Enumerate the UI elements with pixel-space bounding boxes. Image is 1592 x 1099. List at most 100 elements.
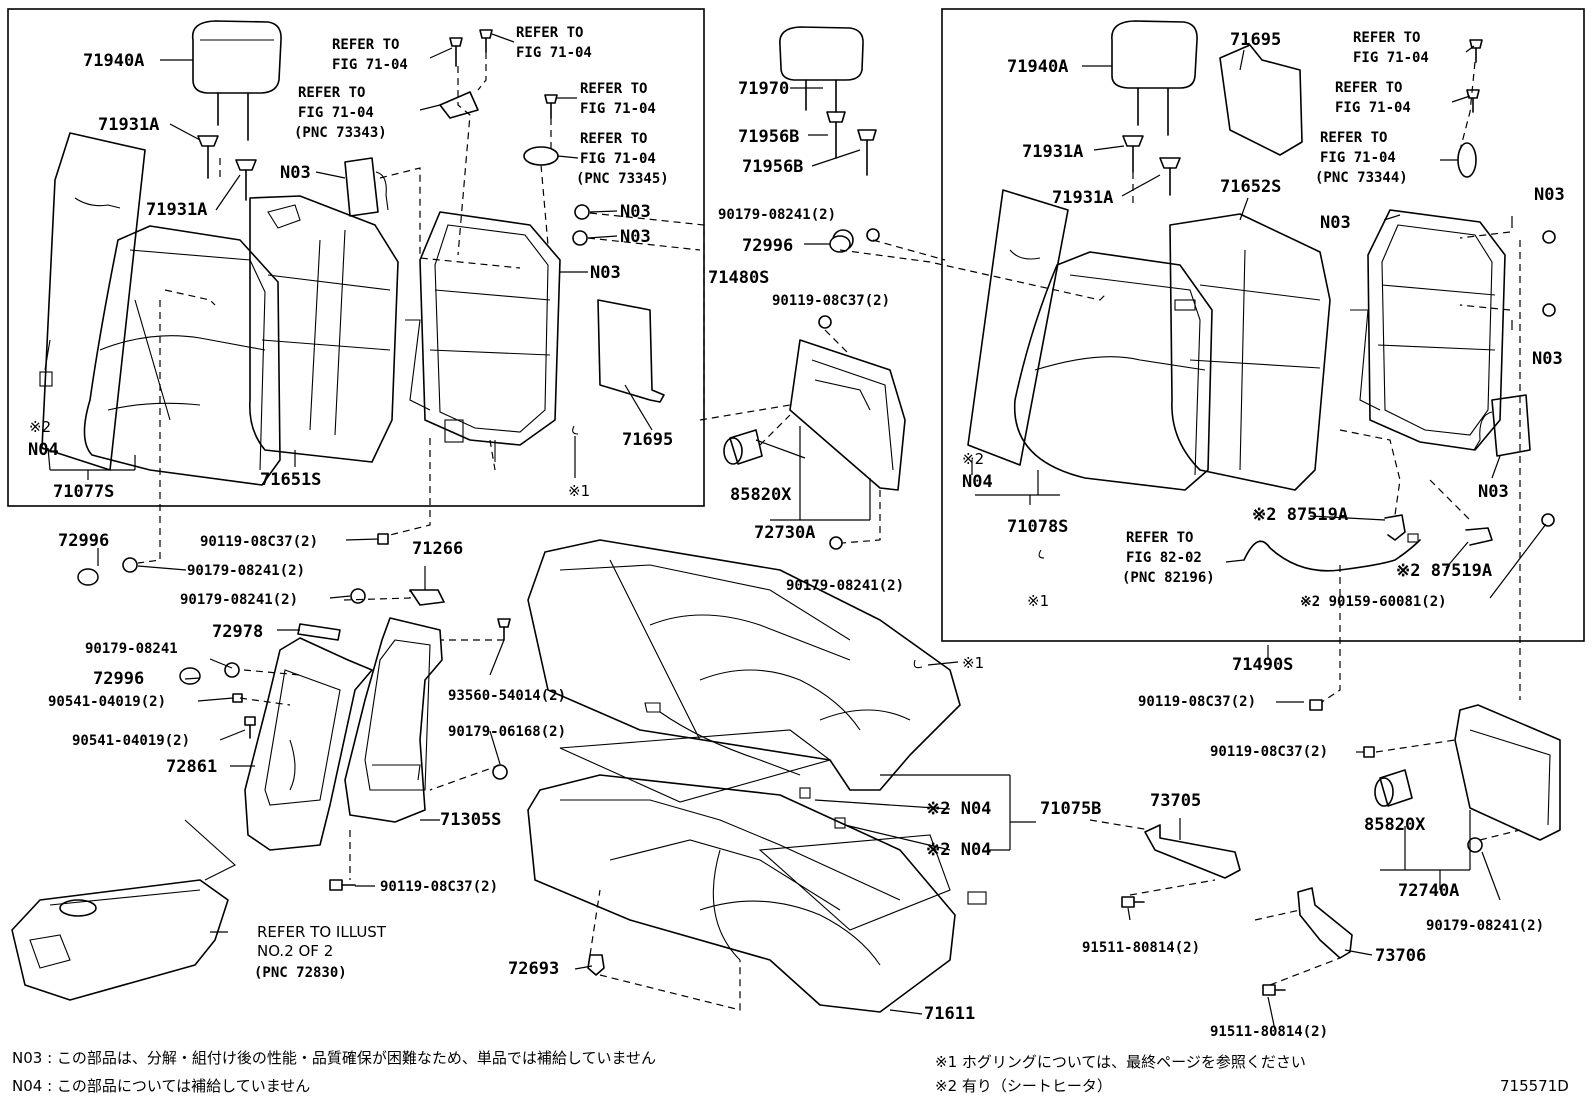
label-refer-to-r4: REFER TO [1126,530,1193,546]
part-labels: 71940A 71931A 71931A REFER TO FIG 71-04 … [28,25,1565,1040]
label-pnc-73343: (PNC 73343) [294,125,387,141]
label-85820X-r: 85820X [1364,815,1426,835]
label-n03-r2: N03 [1534,185,1565,205]
heater-controller-right [1473,394,1531,457]
dashed-guide-lines [137,52,1521,1011]
headrest-center [779,26,864,113]
label-pnc-72830: (PNC 72830) [254,965,347,981]
footnotes: N03 : この部品は、分解・組付け後の性能・品質確保が困難なため、単品では補給… [12,1049,1569,1095]
label-n03-r4: N03 [1478,482,1509,502]
label-fig-71-04-2: FIG 71-04 [516,45,592,61]
label-72730A: 72730A [754,523,815,543]
armrest-frame-72861 [244,637,373,851]
label-pnc-73345: (PNC 73345) [576,171,669,187]
note-n04: N04 : この部品については補給していません [12,1077,310,1095]
label-refer-to-r2: REFER TO [1335,80,1402,96]
label-72996-c: 72996 [742,236,793,256]
label-kome2-left: ※2 [29,418,51,436]
label-90119-08C37-l2: 90119-08C37(2) [380,879,498,895]
label-90119-08C37-l1: 90119-08C37(2) [200,534,318,550]
label-72996-l2: 72996 [93,669,144,689]
label-71652S: 71652S [1220,177,1281,197]
label-pnc-73344: (PNC 73344) [1315,170,1408,186]
label-91511-80814-1: 91511-80814(2) [1082,940,1200,956]
label-kome1-right: ※1 [1027,592,1049,610]
headrest-support-left-1 [197,135,219,179]
label-71305S: 71305S [440,810,501,830]
label-71611: 71611 [924,1004,975,1024]
label-71266: 71266 [412,539,463,559]
note-n03: N03 : この部品は、分解・組付け後の性能・品質確保が困難なため、単品では補給… [12,1049,656,1067]
label-72996-l1: 72996 [58,531,109,551]
label-n03-1: N03 [280,163,311,183]
label-71078S: 71078S [1007,517,1068,537]
label-fig-71-04-r1: FIG 71-04 [1353,50,1429,66]
label-refer-to-5: REFER TO [580,131,647,147]
label-71490S: 71490S [1232,655,1293,675]
headrest-right [1111,20,1198,136]
right-hinge-bracket [1374,704,1561,841]
label-90119-08C37-r1: 90119-08C37(2) [1138,694,1256,710]
back-board-right [1219,44,1303,156]
label-87519A-1: ※2 87519A [1252,505,1348,525]
label-73705: 73705 [1150,791,1201,811]
right-seatback-group-box [941,8,1585,642]
label-refer-to-illust: REFER TO ILLUST [257,923,387,941]
label-refer-to-r3: REFER TO [1320,130,1387,146]
label-90179-06168: 90179-06168(2) [448,724,566,740]
note-kome1: ※1 ホグリングについては、最終ページを参照ください [935,1053,1306,1071]
label-n04-right: N04 [962,472,993,492]
label-91511-80814-2: 91511-80814(2) [1210,1024,1328,1040]
seatback-cover-left [83,225,281,486]
label-n03-r1: N03 [1320,213,1351,233]
label-kome1-left: ※1 [568,482,590,500]
label-fig-82-02: FIG 82-02 [1126,550,1202,566]
label-refer-to-4: REFER TO [580,81,647,97]
seatback-frame-right [1350,209,1506,451]
label-no2-of-2: NO.2 OF 2 [257,942,333,960]
label-71931A-1: 71931A [98,115,159,135]
label-kome2-right: ※2 [962,450,984,468]
seatback-frame-left [405,211,561,462]
label-fig-71-04-5: FIG 71-04 [580,151,656,167]
label-71956B-1: 71956B [738,127,799,147]
label-71695-left: 71695 [622,430,673,450]
label-refer-to-2: REFER TO [516,25,583,41]
label-71480S: 71480S [708,268,769,288]
seat-cushion-pad [527,774,956,1013]
headrest-support-left-2 [235,159,257,201]
headrest-support-center [826,111,877,176]
headrest-support-right [1122,135,1181,196]
label-90179-08241-c1: 90179-08241(2) [718,207,836,223]
label-n04-c1: ※2 N04 [926,799,991,819]
note-kome2: ※2 有り（シートヒータ） [935,1077,1112,1095]
label-refer-to-3: REFER TO [298,85,365,101]
label-71931A-2: 71931A [146,200,207,220]
label-71651S: 71651S [260,470,321,490]
label-71940A: 71940A [83,51,144,71]
heater-controller-left [344,157,389,217]
label-fig-71-04-r3: FIG 71-04 [1320,150,1396,166]
label-90179-08241-r: 90179-08241(2) [1426,918,1544,934]
label-72861: 72861 [166,757,217,777]
label-71695-right: 71695 [1230,30,1281,50]
label-71931A-r1: 71931A [1022,142,1083,162]
label-71970: 71970 [738,79,789,99]
seatback-pad-left [248,195,399,463]
seat-heater-cushion [559,702,987,931]
label-85820X-c: 85820X [730,485,792,505]
label-n03-3: N03 [620,227,651,247]
label-n03-r3: N03 [1532,349,1563,369]
label-71077S: 71077S [53,482,114,502]
label-fig-71-04-3: FIG 71-04 [298,105,374,121]
label-90179-08241-l1: 90179-08241(2) [187,563,305,579]
seatback-pad-right [1169,213,1331,491]
label-n03-2: N03 [620,202,651,222]
label-refer-to-r1: REFER TO [1353,30,1420,46]
armrest-assembly [344,617,443,823]
label-kome1-center: ※1 [962,654,984,672]
label-71931A-r2: 71931A [1052,188,1113,208]
headrest-left [191,20,282,141]
label-pnc-82196: (PNC 82196) [1122,570,1215,586]
